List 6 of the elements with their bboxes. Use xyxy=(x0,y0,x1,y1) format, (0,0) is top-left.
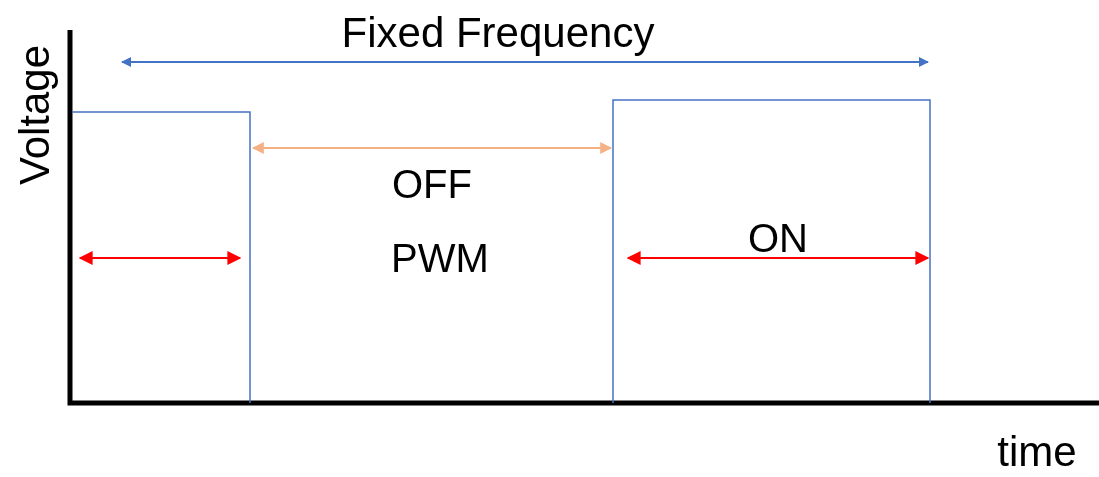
state-label: OFF xyxy=(392,164,472,204)
axis-label: Voltage xyxy=(14,44,56,186)
chart-title: Fixed Frequency xyxy=(341,12,655,54)
state-label: ON xyxy=(748,218,808,258)
axis-label: time xyxy=(997,431,1077,473)
signal-label: PWM xyxy=(391,238,489,278)
